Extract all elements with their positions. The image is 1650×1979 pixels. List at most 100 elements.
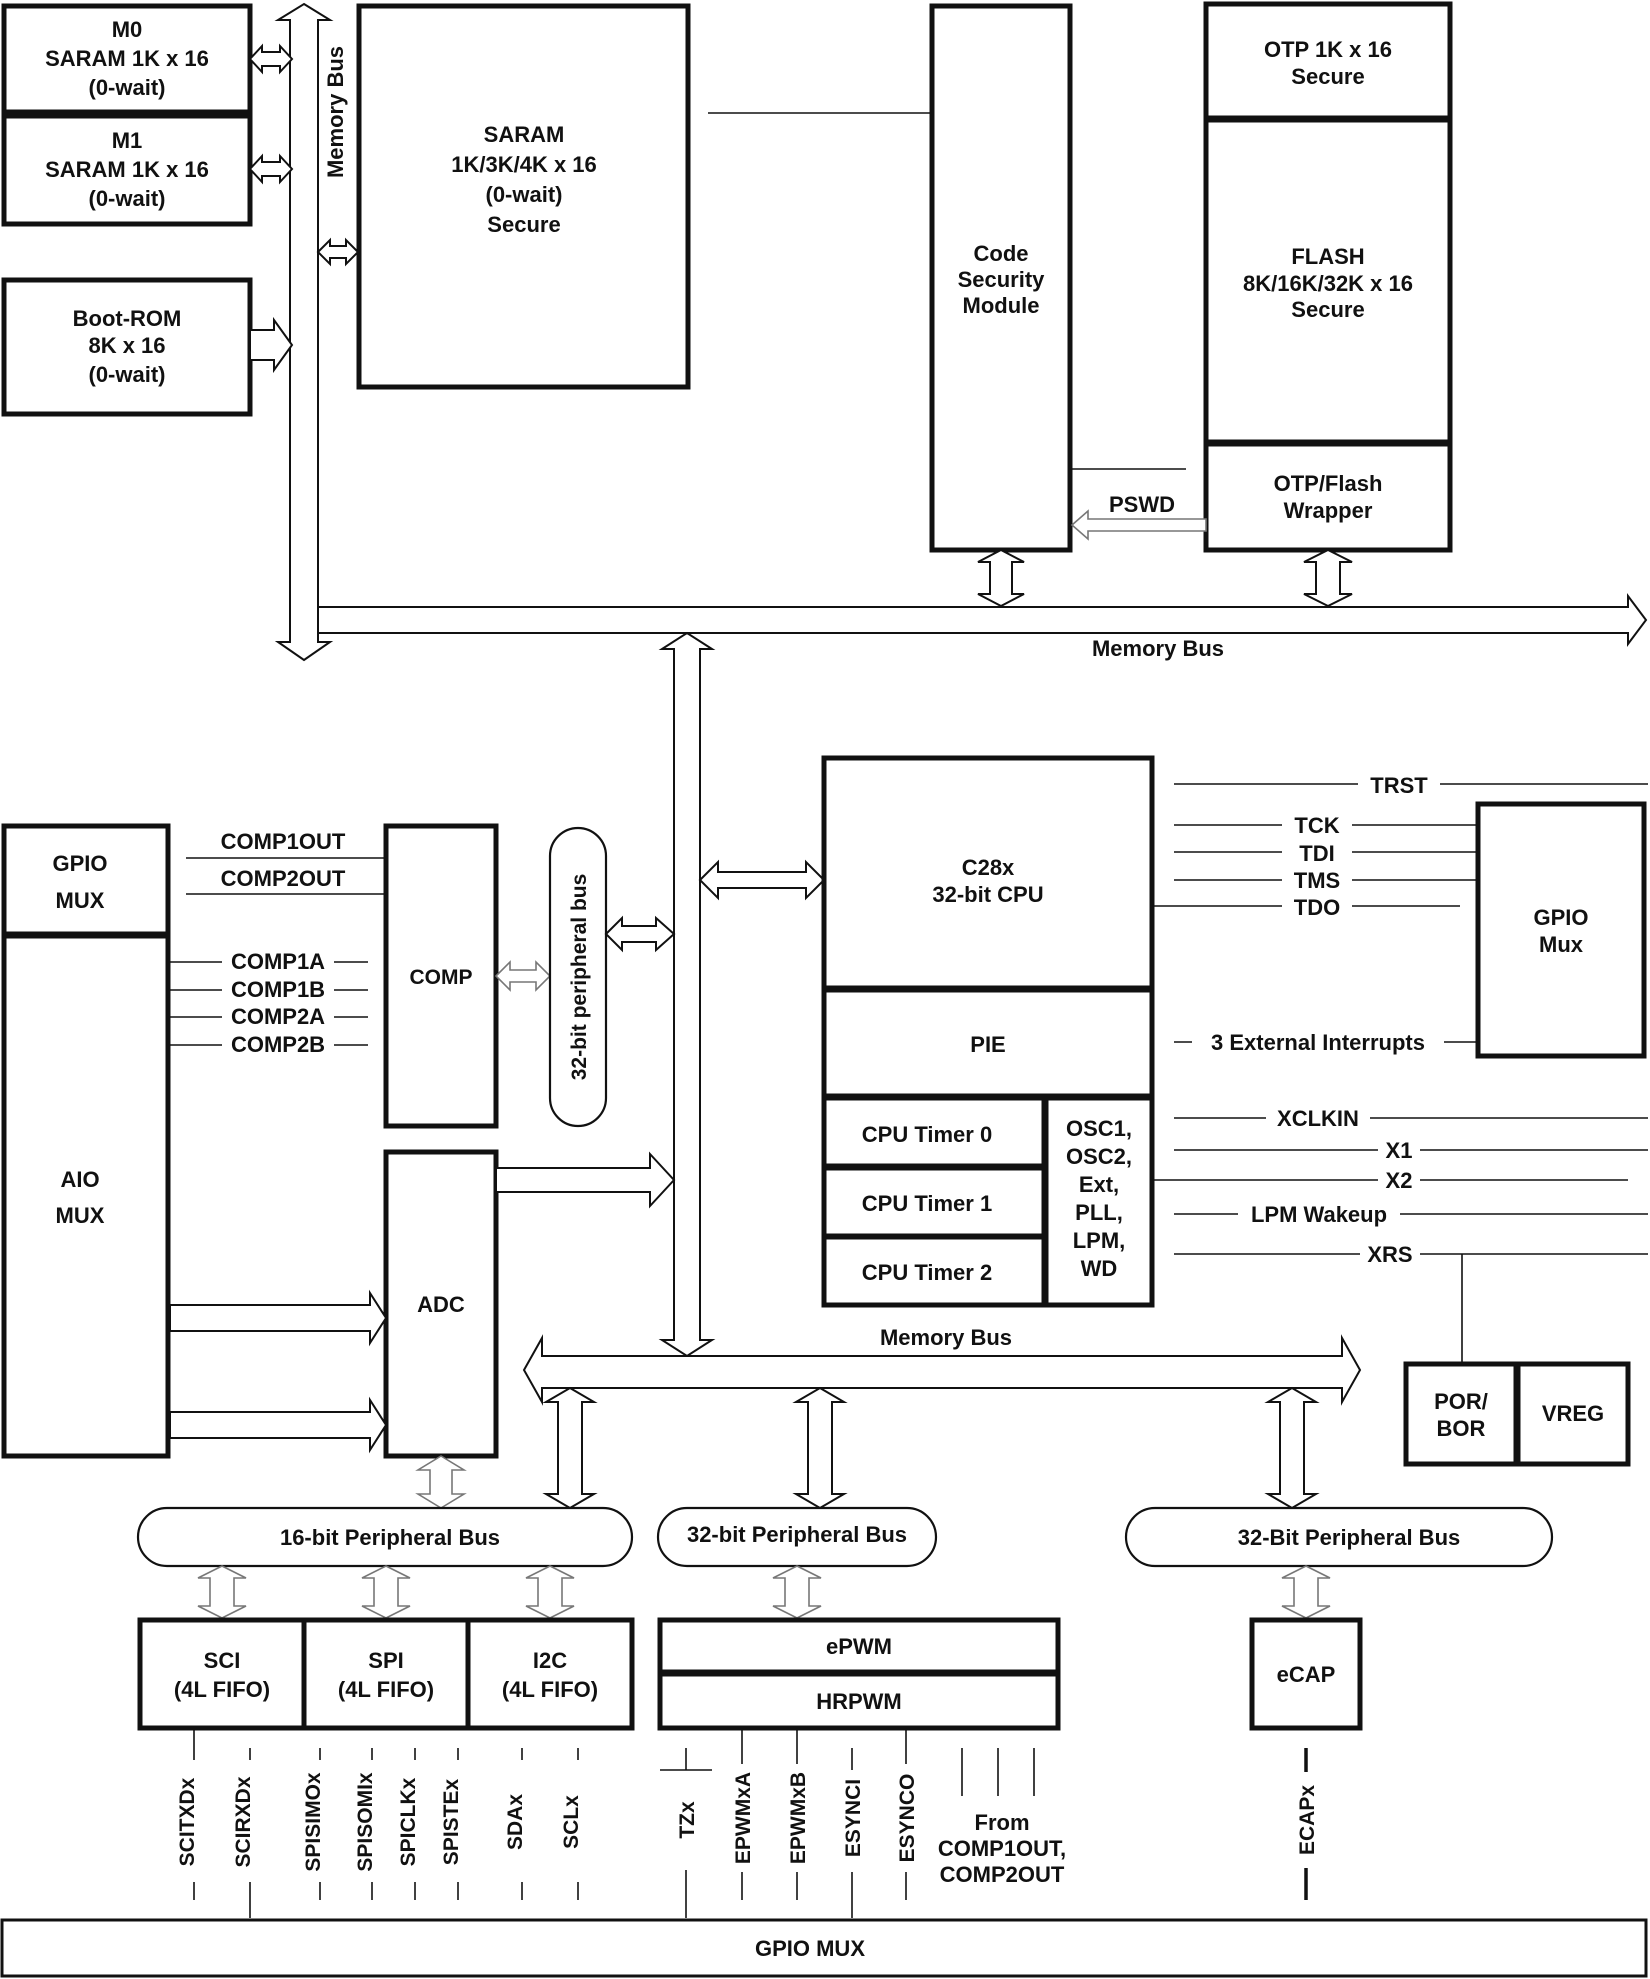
svg-text:Module: Module <box>963 293 1040 318</box>
peripheral-memory-bus: Memory Bus <box>522 1325 1362 1406</box>
svg-text:HRPWM: HRPWM <box>816 1689 902 1714</box>
svg-text:TZx: TZx <box>676 1801 699 1839</box>
svg-text:TDI: TDI <box>1299 841 1334 866</box>
svg-text:LPM Wakeup: LPM Wakeup <box>1251 1202 1387 1227</box>
bus-16bit: 16-bit Peripheral Bus <box>136 1506 634 1568</box>
svg-text:32-bit CPU: 32-bit CPU <box>932 882 1043 907</box>
pswd-arrow <box>1070 509 1207 541</box>
svg-text:1K/3K/4K x 16: 1K/3K/4K x 16 <box>451 152 597 177</box>
svg-text:Wrapper: Wrapper <box>1284 498 1373 523</box>
svg-text:Code: Code <box>974 241 1029 266</box>
svg-text:OSC2,: OSC2, <box>1066 1144 1132 1169</box>
svg-text:(4L FIFO): (4L FIFO) <box>174 1677 270 1702</box>
sci-block: SCI (4L FIFO) <box>137 1617 307 1731</box>
ecap-block: eCAP <box>1249 1617 1363 1731</box>
svg-text:32-bit Peripheral Bus: 32-bit Peripheral Bus <box>687 1522 907 1547</box>
adc-bus16-arrow <box>415 1455 467 1509</box>
svg-text:(4L FIFO): (4L FIFO) <box>338 1677 434 1702</box>
gpio-mux-right: GPIO Mux <box>1475 801 1647 1059</box>
svg-text:SPISIMOx: SPISIMOx <box>302 1772 325 1872</box>
periph-bus-pill: 32-bit peripheral bus <box>548 826 608 1128</box>
svg-text:C28x: C28x <box>962 855 1015 880</box>
svg-text:COMP1B: COMP1B <box>231 977 325 1002</box>
svg-text:OTP 1K x 16: OTP 1K x 16 <box>1264 37 1392 62</box>
svg-text:I2C: I2C <box>533 1648 567 1673</box>
svg-text:TDO: TDO <box>1294 895 1340 920</box>
svg-text:SCITXDx: SCITXDx <box>176 1777 199 1866</box>
comp-block: COMP <box>383 823 499 1129</box>
pin-labels: SCITXDx SCIRXDx SPISIMOx SPISOMIx SPICLK… <box>176 1772 1319 1872</box>
svg-text:GPIO: GPIO <box>52 851 107 876</box>
m0-block: M0 SARAM 1K x 16 (0-wait) <box>1 3 253 115</box>
svg-text:LPM,: LPM, <box>1073 1228 1126 1253</box>
svg-text:GPIO MUX: GPIO MUX <box>755 1936 865 1961</box>
svg-text:SARAM 1K x 16: SARAM 1K x 16 <box>45 157 209 182</box>
svg-text:3 External Interrupts: 3 External Interrupts <box>1211 1030 1425 1055</box>
svg-text:COMP: COMP <box>410 966 473 989</box>
spi-bus-arrow <box>361 1565 411 1619</box>
central-vertical-bus <box>658 631 716 1358</box>
svg-text:COMP1OUT,: COMP1OUT, <box>938 1836 1066 1861</box>
svg-text:XRS: XRS <box>1367 1242 1412 1267</box>
svg-text:16-bit Peripheral Bus: 16-bit Peripheral Bus <box>280 1525 500 1550</box>
i2c-bus-arrow <box>525 1565 575 1619</box>
svg-text:SCLx: SCLx <box>560 1795 583 1849</box>
svg-text:EPWMxB: EPWMxB <box>787 1772 810 1864</box>
hrpwm-block: HRPWM <box>657 1671 1061 1731</box>
cpu-timer-2: CPU Timer 2 <box>821 1234 1047 1308</box>
svg-text:SPISOMIx: SPISOMIx <box>354 1772 377 1872</box>
periph-bus-central-arrow <box>604 915 676 953</box>
m1-bus-arrow <box>248 153 294 185</box>
svg-text:eCAP: eCAP <box>1277 1662 1336 1687</box>
code-security-module: Code Security Module <box>929 3 1073 553</box>
svg-text:FLASH: FLASH <box>1291 244 1364 269</box>
svg-text:CPU Timer 1: CPU Timer 1 <box>862 1191 992 1216</box>
svg-text:X2: X2 <box>1386 1168 1413 1193</box>
pswd-label: PSWD <box>1109 492 1175 517</box>
gpio-mux-left: GPIO MUX <box>1 823 171 937</box>
saram-block: SARAM 1K/3K/4K x 16 (0-wait) Secure <box>356 3 691 390</box>
aio-mux: AIO MUX <box>1 933 171 1459</box>
pin-lines <box>193 1730 1308 1918</box>
svg-text:COMP2OUT: COMP2OUT <box>940 1862 1065 1887</box>
memory-bus-vertical: Memory Bus <box>274 2 348 662</box>
svg-text:ESYNCO: ESYNCO <box>896 1774 919 1863</box>
svg-text:ECAPx: ECAPx <box>1296 1785 1319 1855</box>
svg-text:M1: M1 <box>112 128 143 153</box>
bus-32bit-b: 32-Bit Peripheral Bus <box>1124 1506 1554 1568</box>
svg-text:OTP/Flash: OTP/Flash <box>1274 471 1383 496</box>
svg-text:(0-wait): (0-wait) <box>486 182 563 207</box>
svg-text:PIE: PIE <box>970 1032 1005 1057</box>
pie-block: PIE <box>821 987 1155 1099</box>
aio-adc-arrow-1 <box>169 1289 388 1347</box>
svg-text:Ext,: Ext, <box>1079 1172 1119 1197</box>
svg-text:(4L FIFO): (4L FIFO) <box>502 1677 598 1702</box>
svg-text:(0-wait): (0-wait) <box>89 75 166 100</box>
svg-text:AIO: AIO <box>60 1167 99 1192</box>
svg-text:COMP2B: COMP2B <box>231 1032 325 1057</box>
svg-text:Secure: Secure <box>487 212 560 237</box>
comp2out-label: COMP2OUT <box>221 866 346 891</box>
boot-rom-block: Boot-ROM 8K x 16 (0-wait) <box>1 277 253 417</box>
csm-bus-arrow <box>977 548 1025 608</box>
svg-text:(0-wait): (0-wait) <box>89 362 166 387</box>
svg-text:OSC1,: OSC1, <box>1066 1116 1132 1141</box>
wrapper-bus-arrow <box>1303 548 1353 608</box>
svg-text:ePWM: ePWM <box>826 1634 892 1659</box>
svg-text:32-Bit Peripheral Bus: 32-Bit Peripheral Bus <box>1238 1525 1461 1550</box>
svg-text:Memory Bus: Memory Bus <box>880 1325 1012 1350</box>
ecap-bus-arrow <box>1281 1565 1331 1619</box>
clock-signals: XCLKIN X1 X2 LPM Wakeup XRS <box>1152 1104 1648 1364</box>
svg-text:PLL,: PLL, <box>1075 1200 1123 1225</box>
svg-text:M0: M0 <box>112 17 143 42</box>
osc-block: OSC1, OSC2, Ext, PLL, LPM, WD <box>1043 1095 1155 1308</box>
svg-text:X1: X1 <box>1386 1138 1413 1163</box>
svg-text:SARAM: SARAM <box>484 122 565 147</box>
svg-text:ADC: ADC <box>417 1292 465 1317</box>
svg-text:Memory Bus: Memory Bus <box>323 46 348 178</box>
bus32a-vertical-arrow <box>792 1386 848 1510</box>
svg-text:MUX: MUX <box>56 888 105 913</box>
m1-block: M1 SARAM 1K x 16 (0-wait) <box>1 113 253 227</box>
svg-text:EPWMxA: EPWMxA <box>732 1772 755 1864</box>
